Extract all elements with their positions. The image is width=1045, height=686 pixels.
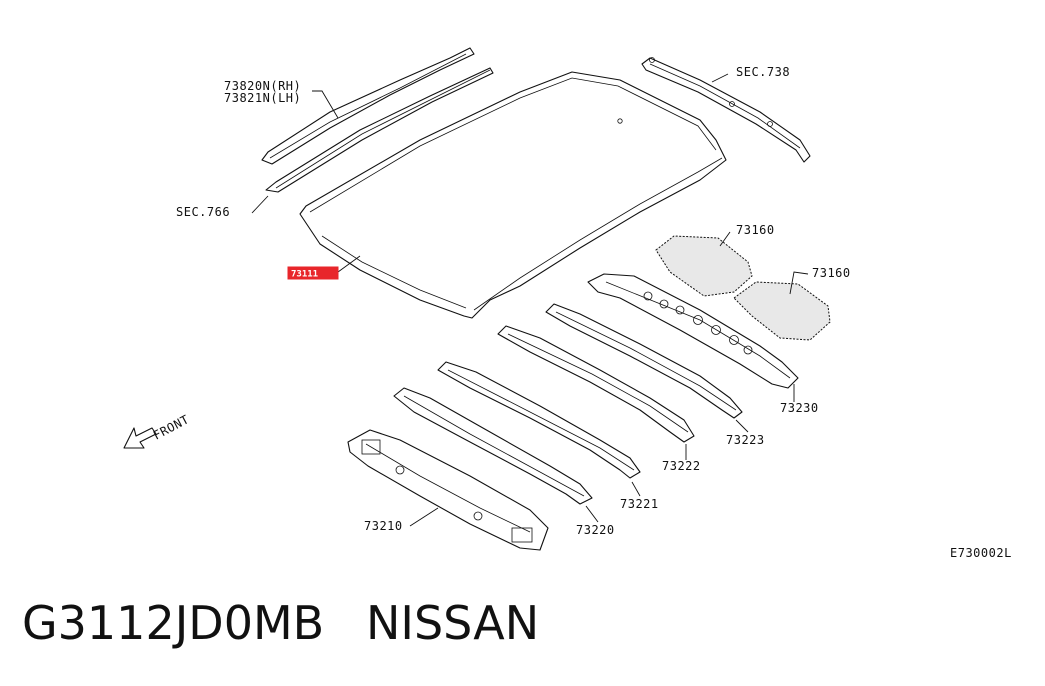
- roof-pad-lower[interactable]: [733, 281, 831, 341]
- label-bow-1: 73220: [576, 523, 615, 537]
- roof-bow-2[interactable]: [437, 361, 641, 479]
- part-number: G3112JD0MB: [22, 596, 325, 650]
- label-front-rail: 73210: [364, 519, 403, 533]
- roof-pad-upper[interactable]: [655, 235, 753, 297]
- brand-name: NISSAN: [366, 596, 540, 650]
- roof-parts-diagram: FRONT 73820N(RH) 73821N(LH) SEC.738 SEC.…: [123, 47, 1012, 560]
- label-sec-738: SEC.738: [736, 65, 790, 79]
- roof-bow-rear[interactable]: [587, 273, 799, 389]
- label-bow-4: 73223: [726, 433, 765, 447]
- roof-panel[interactable]: [299, 71, 727, 319]
- label-roof-panel[interactable]: 73111: [291, 270, 318, 280]
- front-label: FRONT: [151, 412, 192, 442]
- label-roof-rail-lh: 73821N(LH): [224, 91, 301, 105]
- front-arrow-icon: [123, 427, 157, 449]
- label-bow-3: 73222: [662, 459, 701, 473]
- roof-bow-4[interactable]: [545, 303, 743, 419]
- label-roof-rail-rh: 73820N(RH): [224, 79, 301, 93]
- label-pad-lower: 73160: [812, 266, 851, 280]
- label-sec-766: SEC.766: [176, 205, 230, 219]
- leader-lines: [251, 73, 809, 527]
- highlight-box: [287, 266, 339, 280]
- label-pad-upper: 73160: [736, 223, 775, 237]
- label-bow-rear: 73230: [780, 401, 819, 415]
- roof-rail-molding[interactable]: [261, 47, 475, 165]
- label-bow-2: 73221: [620, 497, 659, 511]
- roof-bow-3[interactable]: [497, 325, 695, 443]
- roof-bow-1[interactable]: [393, 387, 593, 505]
- label-roof-panel-highlight[interactable]: 73111: [287, 266, 339, 280]
- figure-code: E730002L: [950, 546, 1012, 560]
- roof-side-rail-inner[interactable]: [265, 67, 494, 193]
- rear-header-sec738[interactable]: [641, 57, 811, 163]
- roof-front-rail[interactable]: [347, 429, 549, 551]
